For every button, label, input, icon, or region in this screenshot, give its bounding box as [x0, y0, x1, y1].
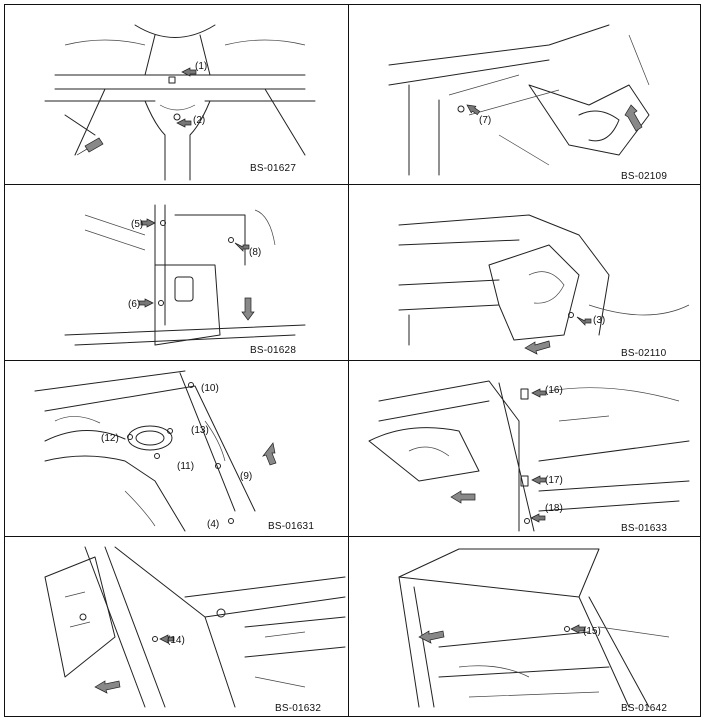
figure-id: BS-02110: [621, 348, 667, 359]
figure-id: BS-01627: [250, 163, 297, 174]
callout-3: (3): [593, 315, 605, 326]
callout-4: (4): [207, 519, 219, 530]
front-arrow-icon: [418, 630, 445, 644]
callout-9: (9): [240, 471, 252, 482]
panel-bs-02109-drawing: (7): [388, 24, 650, 176]
front-arrow-icon: [94, 680, 121, 694]
panel-bs-01642-drawing: (15): [398, 548, 670, 708]
callout-13: (13): [191, 425, 209, 436]
callout-10: (10): [201, 383, 219, 394]
grid-divider-row-1: [5, 184, 700, 185]
callout-17: (17): [545, 475, 563, 486]
panel-bs-01632-drawing: (14): [44, 546, 346, 708]
callout-2: (2): [193, 115, 205, 126]
figure-id: BS-02109: [621, 171, 668, 182]
panel-bs-02109: (7) BS-02109: [349, 5, 702, 184]
callout-15: (15): [583, 626, 601, 637]
callout-14: (14): [167, 635, 185, 646]
pointer-icon-15: [570, 624, 586, 634]
figure-grid: (1) (2) BS-01627 (7) BS-02109: [4, 4, 701, 717]
front-arrow-icon: [450, 490, 476, 504]
front-arrow-icon: [524, 340, 551, 355]
panel-bs-01632: (14) BS-01632: [5, 537, 348, 718]
panel-bs-01642: (15) BS-01642: [349, 537, 702, 718]
callout-12: (12): [101, 433, 119, 444]
pointer-icon-3: [576, 316, 592, 326]
callout-18: (18): [545, 503, 563, 514]
pointer-icon-16: [531, 388, 547, 398]
panel-bs-01628-drawing: (5) (8) (6): [64, 204, 306, 346]
grid-divider-row-2: [5, 360, 700, 361]
front-arrow-icon: [624, 104, 643, 132]
panel-bs-02110-drawing: (3): [398, 214, 690, 355]
panel-bs-01633-drawing: (16) (17) (18): [368, 380, 690, 532]
figure-id: BS-01631: [268, 521, 315, 532]
panel-bs-01628: (5) (8) (6) BS-01628: [5, 185, 348, 360]
figure-id: BS-01633: [621, 523, 668, 534]
callout-6: (6): [128, 299, 140, 310]
panel-bs-01627-drawing: (1) (2): [44, 24, 316, 181]
panel-bs-01627: (1) (2) BS-01627: [5, 5, 348, 184]
pointer-icon-18: [530, 513, 546, 523]
pointer-icon-6: [138, 298, 154, 308]
pointer-icon-8: [234, 242, 250, 252]
panel-bs-01631-drawing: (10) (12) (13) (11) (9) (4): [34, 370, 277, 532]
panel-bs-01631: (10) (12) (13) (11) (9) (4) BS-01631: [5, 361, 348, 536]
pointer-icon-2: [176, 118, 192, 128]
front-arrow-icon: [76, 137, 104, 156]
callout-7: (7): [479, 115, 491, 126]
callout-1: (1): [195, 61, 207, 72]
callout-16: (16): [545, 385, 563, 396]
panel-bs-02110: (3) BS-02110: [349, 185, 702, 360]
callout-8: (8): [249, 247, 261, 258]
figure-id: BS-01628: [250, 345, 297, 356]
callout-11: (11): [177, 461, 194, 472]
front-arrow-icon: [241, 297, 255, 321]
pointer-icon-5: [140, 218, 156, 228]
pointer-icon-14: [159, 634, 175, 644]
grid-divider-row-3: [5, 536, 700, 537]
panel-bs-01633: (16) (17) (18) BS-01633: [349, 361, 702, 536]
callout-5: (5): [131, 219, 143, 230]
figure-id: BS-01642: [621, 703, 668, 714]
pointer-icon-17: [531, 475, 547, 485]
front-arrow-icon: [262, 442, 277, 466]
pointer-icon-7: [466, 104, 481, 116]
figure-id: BS-01632: [275, 703, 322, 714]
pointer-icon-1: [181, 67, 197, 77]
